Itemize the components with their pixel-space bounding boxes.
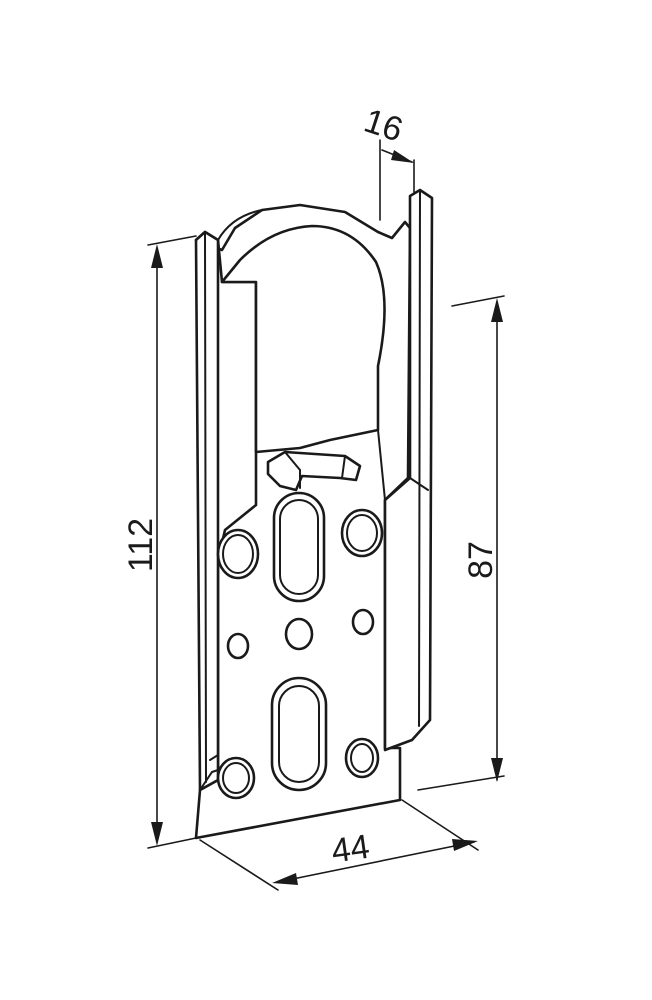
depth-label: 16 (360, 102, 408, 150)
hole (340, 508, 384, 558)
width-label: 44 (329, 828, 372, 871)
clip-tab (266, 450, 362, 492)
dimension-total-height: 112 (122, 235, 197, 849)
hole (284, 617, 314, 651)
dimension-width: 44 (199, 799, 479, 891)
top-arch (220, 224, 386, 454)
hole (226, 632, 250, 660)
left-flange-crease (204, 233, 207, 783)
dimension-depth: 16 (360, 102, 415, 221)
total-height-label: 112 (122, 518, 160, 572)
dimension-slot-height: 87 (417, 295, 505, 791)
slot-height-label: 87 (462, 541, 500, 579)
large-holes (216, 508, 384, 800)
right-flange-crease (418, 191, 421, 727)
upper-slot (272, 491, 326, 603)
hole (351, 608, 375, 636)
hole (216, 528, 260, 580)
lower-slot (270, 676, 328, 792)
mounting-bracket (194, 188, 434, 840)
small-holes (226, 608, 375, 660)
left-flange (194, 230, 220, 792)
